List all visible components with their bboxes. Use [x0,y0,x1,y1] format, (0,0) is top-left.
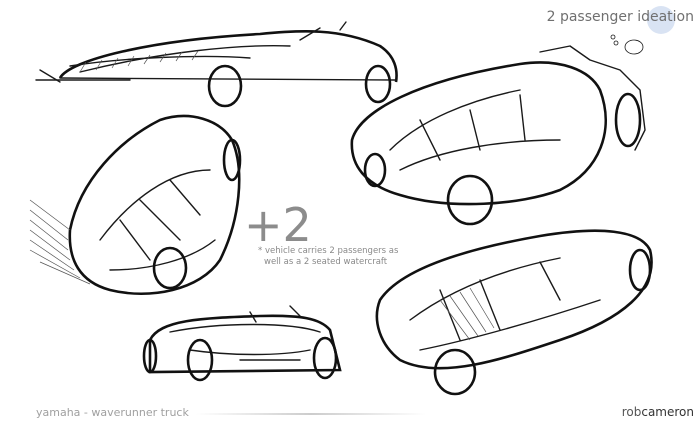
sketch-three-quarter-right [350,45,646,226]
callout-note: * vehicle carries 2 passengers as well a… [258,246,398,268]
project-name: yamaha - waverunner truck [36,406,189,419]
author-first: rob [621,405,642,419]
sheet-title: 2 passenger ideation [546,9,694,25]
bubbles-doodle [610,34,644,55]
footer-divider [196,413,426,415]
callout-note-line1: * vehicle carries 2 passengers as [258,246,399,256]
plus-two-callout: +2 [244,198,312,252]
author-name: robcameron [622,405,694,419]
bubble-decoration [647,6,675,34]
callout-note-line2: well as a 2 seated watercraft [264,257,388,267]
sketch-side-view-top [35,21,398,108]
author-last: cameron [641,405,694,419]
sketch-three-quarter-bottom-right [375,229,653,396]
sketch-overhead-left [29,114,242,296]
sketch-front-view [142,305,342,382]
